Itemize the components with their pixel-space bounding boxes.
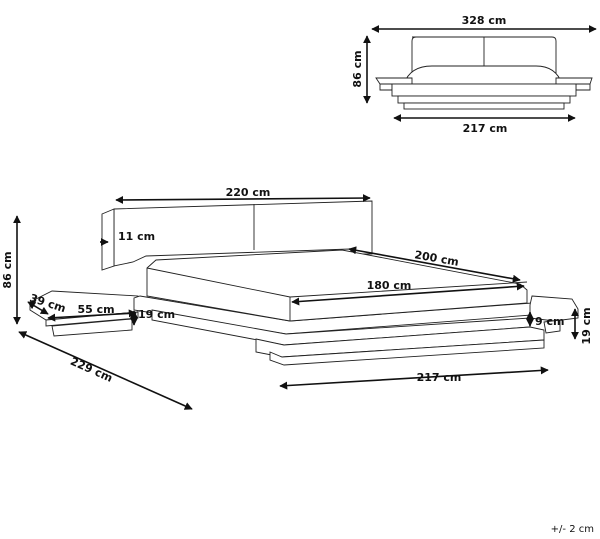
iso-nightstand-right-base xyxy=(543,319,561,334)
iso-headboard-width-arrow xyxy=(115,194,371,204)
iso-headboard-width-label: 220 cm xyxy=(226,186,271,199)
iso-nightstand-right xyxy=(529,295,579,322)
iso-nightstand-width-arrow xyxy=(47,309,137,322)
iso-mattress-length-arrow xyxy=(348,246,521,283)
front-nightstand-right xyxy=(555,77,593,85)
front-width-bed-label: 217 cm xyxy=(463,122,508,135)
front-frame-lower xyxy=(397,95,571,104)
iso-overall-length-label: 229 cm xyxy=(68,355,114,385)
iso-nightstand-depth-arrow xyxy=(27,301,49,315)
iso-mattress-width-label: 180 cm xyxy=(367,279,412,292)
iso-headboard-side xyxy=(101,208,115,271)
iso-headboard-thickness-label: 11 cm xyxy=(118,230,155,243)
front-height-label: 86 cm xyxy=(351,50,364,87)
front-nightstand-left-base xyxy=(379,83,393,91)
iso-platform-step-label: 9 cm xyxy=(535,315,564,328)
tolerance-note: +/- 2 cm xyxy=(551,524,594,535)
iso-height-label: 86 cm xyxy=(1,251,14,288)
front-frame-upper xyxy=(391,83,577,97)
front-nightstand-left xyxy=(375,77,413,85)
iso-frame-width-arrow xyxy=(279,366,549,390)
iso-nightstand-width-label: 55 cm xyxy=(77,303,114,316)
front-nightstand-right-base xyxy=(575,83,591,91)
front-width-overall-label: 328 cm xyxy=(462,14,507,27)
iso-frame-base xyxy=(269,339,545,366)
front-view: 328 cm 86 cm 217 cm xyxy=(351,14,597,135)
iso-frame-front-step xyxy=(255,326,545,358)
front-mattress xyxy=(403,65,563,85)
iso-overall-length-arrow xyxy=(18,331,193,410)
iso-frame-height-label: 19 cm xyxy=(580,307,593,344)
iso-view: 220 cm 11 cm 200 cm 180 cm 86 cm 39 cm 5… xyxy=(1,186,593,410)
iso-mattress-width-arrow xyxy=(291,282,525,306)
iso-nightstand-height-label: 19 cm xyxy=(138,308,175,321)
front-frame-base xyxy=(403,102,565,110)
iso-frame-width-label: 217 cm xyxy=(417,371,462,384)
